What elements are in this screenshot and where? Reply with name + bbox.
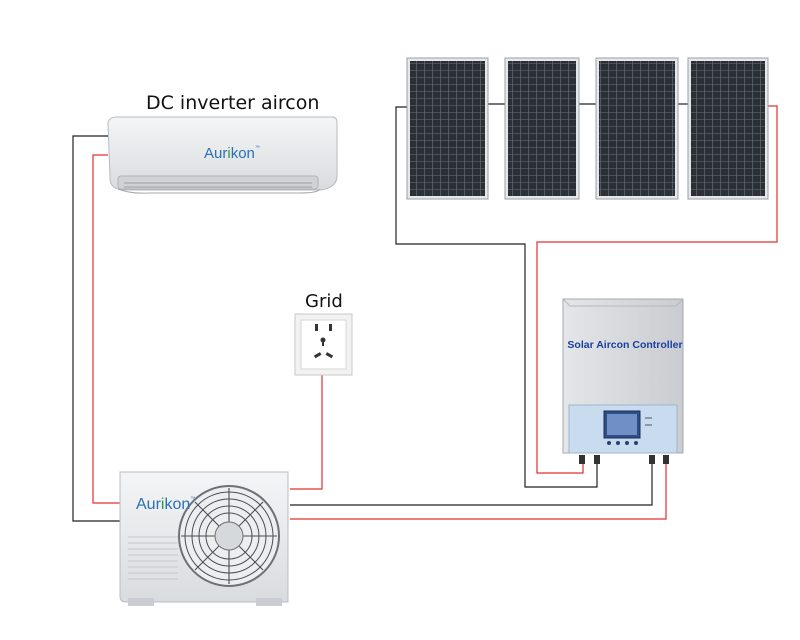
brand-trademark: ™ bbox=[254, 145, 260, 151]
brand-text-a: Aur bbox=[204, 145, 228, 162]
solar-aircon-controller bbox=[562, 298, 684, 464]
solar-panel-1 bbox=[406, 57, 489, 200]
grid-socket bbox=[294, 313, 353, 376]
outdoor-aircon-unit bbox=[119, 471, 289, 606]
brand-trademark: ™ bbox=[190, 496, 196, 502]
fan-grille bbox=[178, 485, 280, 587]
solar-panel-2 bbox=[504, 57, 580, 200]
grid-label: Grid bbox=[305, 291, 343, 312]
indoor-aircon-unit bbox=[107, 116, 338, 194]
indoor-unit-label: DC inverter aircon bbox=[146, 92, 320, 114]
indoor-unit-brand-logo: Aurikon™ bbox=[204, 145, 260, 162]
solar-panel-array bbox=[406, 57, 769, 200]
brand-text-i: i bbox=[227, 145, 231, 162]
controller-label: Solar Aircon Controller bbox=[567, 339, 683, 351]
brand-text-b: kon bbox=[230, 145, 255, 162]
outdoor-unit-brand-logo: Aurikon™ bbox=[136, 496, 195, 514]
wire-controller-outdoor-negative bbox=[290, 462, 653, 506]
wire-panel-string-negative bbox=[395, 106, 598, 488]
brand-text-a: Aur bbox=[136, 496, 161, 513]
wire-indoor-outdoor-positive bbox=[92, 154, 126, 504]
wiring bbox=[72, 103, 778, 522]
wire-panel-string-positive bbox=[536, 105, 778, 474]
wire-controller-outdoor-positive bbox=[290, 462, 667, 520]
wire-indoor-outdoor-negative bbox=[72, 135, 126, 522]
wire-grid-outdoor bbox=[290, 374, 323, 490]
brand-text-b: kon bbox=[164, 496, 191, 513]
solar-panel-3 bbox=[595, 57, 679, 200]
solar-panel-4 bbox=[687, 57, 769, 200]
brand-text-i: i bbox=[160, 496, 165, 513]
